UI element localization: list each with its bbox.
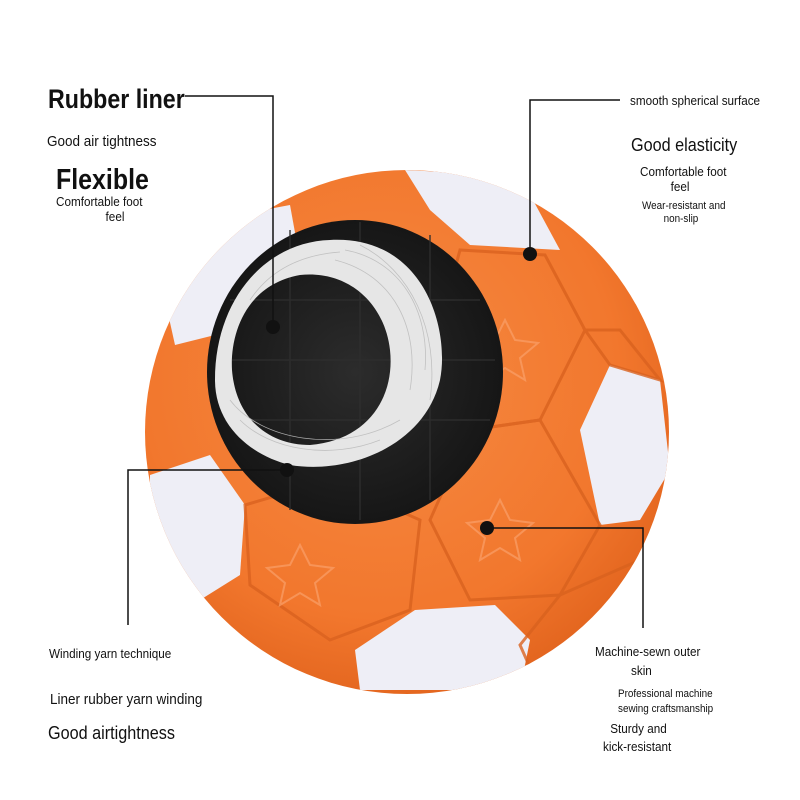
smooth-surface-label: smooth spherical surface xyxy=(630,93,761,108)
flexible-heading: Flexible xyxy=(56,164,149,196)
good-elasticity-heading: Good elasticity xyxy=(631,135,738,155)
comfortable-feel-label: Comfortable foot feel xyxy=(56,194,143,224)
machine-sewn-label: Machine-sewn outer skin xyxy=(595,644,701,678)
white-panel xyxy=(580,365,669,525)
liner-cutaway xyxy=(207,220,503,524)
comfortable-feel-label-right: Comfortable foot feel xyxy=(640,164,727,194)
air-tightness-label: Good air tightness xyxy=(47,133,157,150)
rubber-liner-heading: Rubber liner xyxy=(48,84,185,114)
wear-resistant-label: Wear-resistant and non-slip xyxy=(642,200,726,225)
sturdy-label: Sturdy and kick-resistant xyxy=(603,721,672,754)
white-panel xyxy=(355,605,530,690)
winding-yarn-label: Winding yarn technique xyxy=(49,646,172,661)
professional-sewing-label: Professional machine sewing craftsmanshi… xyxy=(618,688,714,715)
good-airtightness-label: Good airtightness xyxy=(48,723,175,743)
yarn-winding-layer xyxy=(215,239,443,467)
liner-rubber-yarn-label: Liner rubber yarn winding xyxy=(50,691,203,708)
